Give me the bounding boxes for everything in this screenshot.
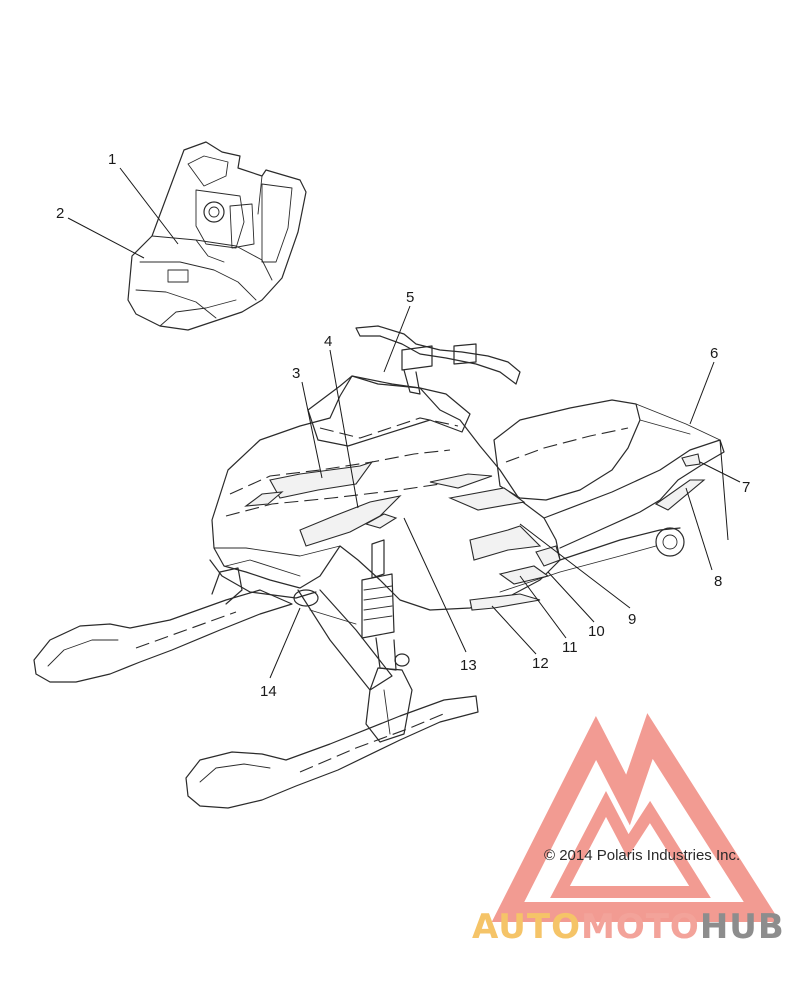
callout-14: 14 bbox=[260, 683, 277, 700]
decal-side-upper bbox=[429, 473, 493, 489]
leader-8 bbox=[685, 487, 713, 571]
copyright-text: © 2014 Polaris Industries Inc. bbox=[544, 847, 740, 864]
leader-7 bbox=[699, 461, 741, 483]
decal-13-small bbox=[364, 513, 398, 529]
ski-left bbox=[33, 567, 293, 683]
leader-1 bbox=[119, 167, 179, 245]
decal-10 bbox=[535, 545, 561, 567]
watermark-auto: AUTO bbox=[472, 907, 581, 947]
callout-8: 8 bbox=[714, 573, 722, 590]
decal-4 bbox=[299, 495, 402, 547]
watermark-hub: HUB bbox=[700, 907, 785, 947]
callout-5: 5 bbox=[406, 289, 414, 306]
leader-4 bbox=[329, 349, 359, 509]
decal-8 bbox=[654, 479, 706, 511]
callout-1: 1 bbox=[108, 151, 116, 168]
leader-13 bbox=[403, 517, 467, 653]
callout-13: 13 bbox=[460, 657, 477, 674]
decal-11 bbox=[498, 565, 550, 585]
ski-right bbox=[185, 667, 479, 809]
callout-3: 3 bbox=[292, 365, 300, 382]
leader-3 bbox=[301, 381, 323, 479]
leader-10 bbox=[547, 571, 595, 623]
dash-console-inset bbox=[127, 141, 307, 331]
decal-vent bbox=[244, 491, 284, 507]
watermark-text: AUTOMOTOHUB bbox=[472, 907, 785, 947]
leader-7b bbox=[719, 439, 729, 541]
callout-2: 2 bbox=[56, 205, 64, 222]
leader-12 bbox=[491, 605, 537, 655]
decal-3 bbox=[269, 460, 374, 499]
callout-10: 10 bbox=[588, 623, 605, 640]
decal-12 bbox=[469, 593, 541, 611]
decals bbox=[244, 453, 706, 611]
leader-lines bbox=[67, 167, 741, 679]
decal-side-upper2 bbox=[448, 487, 526, 511]
callout-12: 12 bbox=[532, 655, 549, 672]
callout-6: 6 bbox=[710, 345, 718, 362]
snowmobile-body bbox=[209, 325, 725, 691]
leader-5 bbox=[383, 305, 411, 373]
decal-9 bbox=[469, 525, 542, 561]
watermark-triangle-outer bbox=[491, 713, 781, 922]
callout-7: 7 bbox=[742, 479, 750, 496]
watermark-logo bbox=[491, 713, 781, 922]
decal-7 bbox=[681, 453, 701, 467]
callout-9: 9 bbox=[628, 611, 636, 628]
callout-11: 11 bbox=[562, 639, 578, 656]
leader-6 bbox=[689, 361, 715, 425]
watermark-moto: MOTO bbox=[581, 907, 700, 947]
callout-4: 4 bbox=[324, 333, 332, 350]
leader-2 bbox=[67, 217, 145, 259]
leader-9 bbox=[519, 523, 631, 609]
leader-11 bbox=[519, 575, 567, 639]
leader-14 bbox=[269, 607, 301, 679]
callouts: 1 2 3 4 5 6 7 8 9 10 11 12 13 14 bbox=[56, 151, 750, 700]
watermark-triangle-inner bbox=[550, 791, 711, 898]
